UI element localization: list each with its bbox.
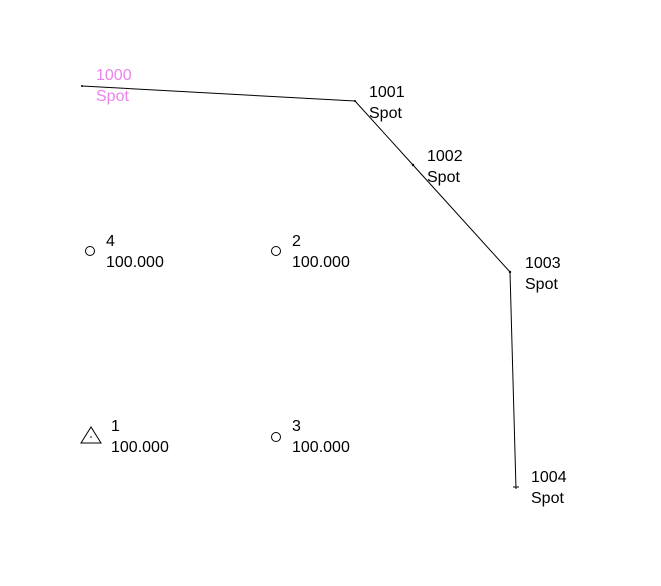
spot-label-1004[interactable]: 1004 Spot <box>531 467 567 509</box>
spot-label-1002[interactable]: 1002 Spot <box>427 146 463 188</box>
station-label-3[interactable]: 3 100.000 <box>292 416 350 458</box>
station-id: 1 <box>111 418 120 435</box>
station-id: 3 <box>292 418 301 435</box>
spot-label-1000[interactable]: 1000 Spot <box>96 65 132 107</box>
station-id: 4 <box>106 233 115 250</box>
station-2-circle-icon[interactable] <box>271 246 281 256</box>
spot-type: Spot <box>427 169 460 186</box>
spot-type: Spot <box>96 88 129 105</box>
station-4-circle-icon[interactable] <box>85 246 95 256</box>
spot-id: 1003 <box>525 255 561 272</box>
station-label-2[interactable]: 2 100.000 <box>292 231 350 273</box>
spot-id: 1002 <box>427 148 463 165</box>
spot-type: Spot <box>531 490 564 507</box>
station-label-1[interactable]: 1 100.000 <box>111 416 169 458</box>
vertex-marker-1000[interactable] <box>81 85 83 87</box>
station-1-triangle-icon[interactable] <box>80 426 102 444</box>
station-elevation: 100.000 <box>106 254 164 271</box>
vertex-marker-1003[interactable] <box>508 270 512 274</box>
spot-label-1001[interactable]: 1001 Spot <box>369 82 405 124</box>
vertex-marker-1002[interactable] <box>411 163 415 167</box>
station-elevation: 100.000 <box>292 439 350 456</box>
station-id: 2 <box>292 233 301 250</box>
spot-type: Spot <box>369 105 402 122</box>
spot-label-1003[interactable]: 1003 Spot <box>525 253 561 295</box>
vertex-marker-1001[interactable] <box>354 100 356 102</box>
spot-type: Spot <box>525 276 558 293</box>
station-3-circle-icon[interactable] <box>271 432 281 442</box>
station-elevation: 100.000 <box>111 439 169 456</box>
spot-id: 1001 <box>369 84 405 101</box>
station-elevation: 100.000 <box>292 254 350 271</box>
spot-id: 1000 <box>96 67 132 84</box>
station-label-4[interactable]: 4 100.000 <box>106 231 164 273</box>
spot-id: 1004 <box>531 469 567 486</box>
